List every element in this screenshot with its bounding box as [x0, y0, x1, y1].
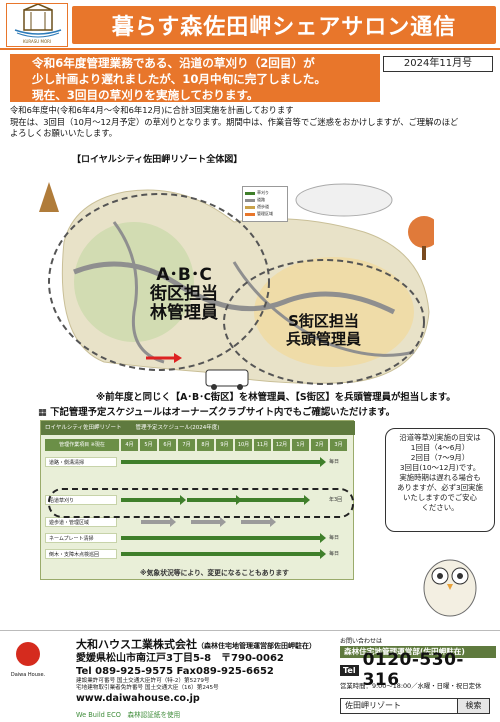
- company-info: 大和ハウス工業株式会社（森林住宅地管理運営部佐田岬駐在） 愛媛県松山市南江戸3丁…: [76, 636, 338, 705]
- month-cell: 6月: [159, 439, 176, 451]
- contact-label: お問い合わせは: [340, 638, 383, 645]
- schedule-bar: [191, 517, 226, 527]
- abc-line: 林管理員: [150, 303, 218, 323]
- legend-item: 道路: [245, 196, 285, 203]
- month-cell: 7月: [178, 439, 195, 451]
- schedule-table: ロイヤルシティ佐田岬リゾート管理予定スケジュール(2024年度) 管理作業項目 …: [40, 420, 355, 580]
- bubble-line: 2回目（7〜9月）: [410, 453, 470, 462]
- company-name: 大和ハウス工業株式会社（森林住宅地管理運営部佐田岬駐在）: [76, 638, 316, 651]
- bubble-line: 実施時期は遅れる場合も: [399, 473, 481, 482]
- daiwa-house-logo: Daiwa House.: [11, 642, 46, 678]
- resort-map: [34, 162, 440, 390]
- highlight-dashed-box: [48, 488, 354, 518]
- newsletter-title: 暮らす森佐田岬シェアサロン通信: [72, 6, 496, 44]
- notice-line: 少し計画より遅れましたが、10月中旬に完了しました。: [32, 72, 326, 86]
- svg-text:Daiwa House.: Daiwa House.: [11, 672, 46, 678]
- header: [0, 0, 500, 50]
- notice-line: 令和6年度管理業務である、沿道の草刈り（2回目）が: [32, 56, 315, 70]
- schedule-title: ロイヤルシティ佐田岬リゾート管理予定スケジュール(2024年度): [41, 421, 355, 435]
- map-legend: 草刈り 道路 遊歩道 管理区域: [242, 186, 288, 222]
- intro-line: 現在は、3回目（10月～12月予定）の草刈りとなります。期間中は、作業音等でご迷…: [10, 116, 459, 127]
- abc-line: A･B･C: [156, 265, 212, 285]
- schedule-heading: ▦ 下記管理予定スケジュールはオーナーズクラブサイト内でもご確認いただけます。: [38, 407, 395, 418]
- map-title: 【ロイヤルシティ佐田岬リゾート全体図】: [70, 152, 245, 165]
- s-district-label: S街区担当 兵頭管理員: [286, 312, 361, 348]
- calendar-icon: ▦: [38, 407, 51, 418]
- month-cell: 8月: [197, 439, 214, 451]
- legend-item: 草刈り: [245, 189, 285, 196]
- row-note: 年3回: [329, 497, 343, 503]
- s-line: 兵頭管理員: [286, 330, 362, 348]
- footer-divider: [0, 630, 500, 631]
- logo-text: KURASU MORI: [22, 39, 52, 44]
- bubble-line: いたしますのでご安心: [403, 493, 477, 502]
- abc-district-label: A･B･C 街区担当 林管理員: [150, 266, 218, 323]
- row-note: 毎日: [329, 459, 340, 465]
- contact-tel: Tel 0120-530-316: [340, 650, 496, 690]
- intro-line: よろしくお願いいたします。: [10, 128, 118, 139]
- month-cell: 1月: [292, 439, 309, 451]
- intro-line: 令和6年度中(令和6年4月～令和6年12月)に合計3回実施を計画しております: [10, 105, 294, 115]
- company-tel-fax: Tel 089-925-9575 Fax089-925-6652: [76, 666, 274, 677]
- month-cell: 9月: [216, 439, 233, 451]
- company-address: 愛媛県松山市南江戸3丁目5-8 〒790-0062: [76, 653, 284, 664]
- month-row: 管理作業項目 ※現在 4月 5月 6月 7月 8月 9月 10月 11月 12月…: [45, 439, 351, 451]
- schedule-row-label: 遊歩道・管理区域: [45, 517, 117, 527]
- business-hours: 営業時間：9:00〜18:00／水曜・日曜・祝日定休: [340, 682, 482, 690]
- schedule-bar: [121, 495, 186, 505]
- contact-dept: 森林住宅地管理運営部(佐田岬駐在): [340, 646, 496, 658]
- intro-text: 令和6年度中(令和6年4月～令和6年12月)に合計3回実施を計画しております 現…: [10, 105, 494, 140]
- kurasu-mori-logo: KURASU MORI: [6, 3, 68, 47]
- issue-date: 2024年11月号: [383, 56, 493, 72]
- month-cell: 4月: [121, 439, 138, 451]
- row-note: 毎日: [329, 551, 340, 557]
- search-input[interactable]: 佐田岬リゾート: [345, 701, 401, 710]
- schedule-row-label: 道路・側溝清掃: [45, 457, 117, 467]
- schedule-row-label: ネームプレート清掃: [45, 533, 117, 543]
- tel-badge: Tel: [340, 664, 359, 676]
- tel-number[interactable]: 0120-530-316: [362, 650, 464, 690]
- bubble-line: 1回目（4〜6月）: [410, 443, 470, 452]
- month-cell: 5月: [140, 439, 157, 451]
- schedule-bar: [121, 549, 326, 559]
- company-url[interactable]: www.daiwahouse.co.jp: [76, 692, 200, 704]
- month-cell: 2月: [311, 439, 328, 451]
- bubble-line: 沿道等草刈実施の目安は: [399, 433, 481, 442]
- notice-box: 令和6年度管理業務である、沿道の草刈り（2回目）が 少し計画より遅れましたが、1…: [10, 54, 380, 102]
- owl-mascot-icon: [423, 559, 477, 617]
- month-cell: 3月: [330, 439, 347, 451]
- month-cell: 10月: [235, 439, 252, 451]
- row-note: 毎日: [329, 535, 340, 541]
- abc-line: 街区担当: [150, 284, 218, 304]
- bubble-line: ありますが、必ず3回実施: [397, 483, 483, 492]
- header-label: 管理作業項目 ※現在: [45, 439, 119, 451]
- month-cell: 11月: [254, 439, 271, 451]
- bubble-line: 3回目(10〜12月)です。: [399, 463, 481, 472]
- legend-item: 遊歩道: [245, 203, 285, 210]
- contact-info: お問い合わせは 森林住宅地管理運営部(佐田岬駐在) Tel 0120-530-3…: [340, 636, 496, 690]
- s-line: S街区担当: [288, 312, 359, 330]
- search-button[interactable]: 検索: [457, 699, 489, 713]
- schedule-row-label: 倒木・支障木点検巡回: [45, 549, 117, 559]
- schedule-bar: [239, 495, 310, 505]
- schedule-bar: [241, 517, 276, 527]
- notice-line: 現在、3回目の草刈りを実施しております。: [32, 88, 259, 102]
- search-box: 佐田岬リゾート 検索: [340, 698, 490, 714]
- schedule-bar: [121, 533, 326, 543]
- legend-item: 管理区域: [245, 210, 285, 217]
- license-2: 宅地建物取引業者免許番号 国土交通大臣（16）第245号: [76, 685, 219, 692]
- speech-bubble: 沿道等草刈実施の目安は 1回目（4〜6月） 2回目（7〜9月） 3回目(10〜1…: [385, 428, 495, 532]
- license-1: 建設業許可番号 国土交通大臣許可（特-2）第5279号: [76, 678, 210, 684]
- schedule-bar: [121, 457, 326, 467]
- we-build-eco: We Build ECO 森林認証紙を使用: [76, 711, 181, 719]
- assignment-note: ※前年度と同じく【A･B･C街区】を林管理員、【S街区】を兵頭管理員が担当します…: [96, 392, 456, 403]
- schedule-bar: [141, 517, 176, 527]
- bubble-line: ください。: [421, 503, 459, 512]
- month-cell: 12月: [273, 439, 290, 451]
- weather-note: ※気象状況等により、変更になることもあります: [140, 569, 289, 577]
